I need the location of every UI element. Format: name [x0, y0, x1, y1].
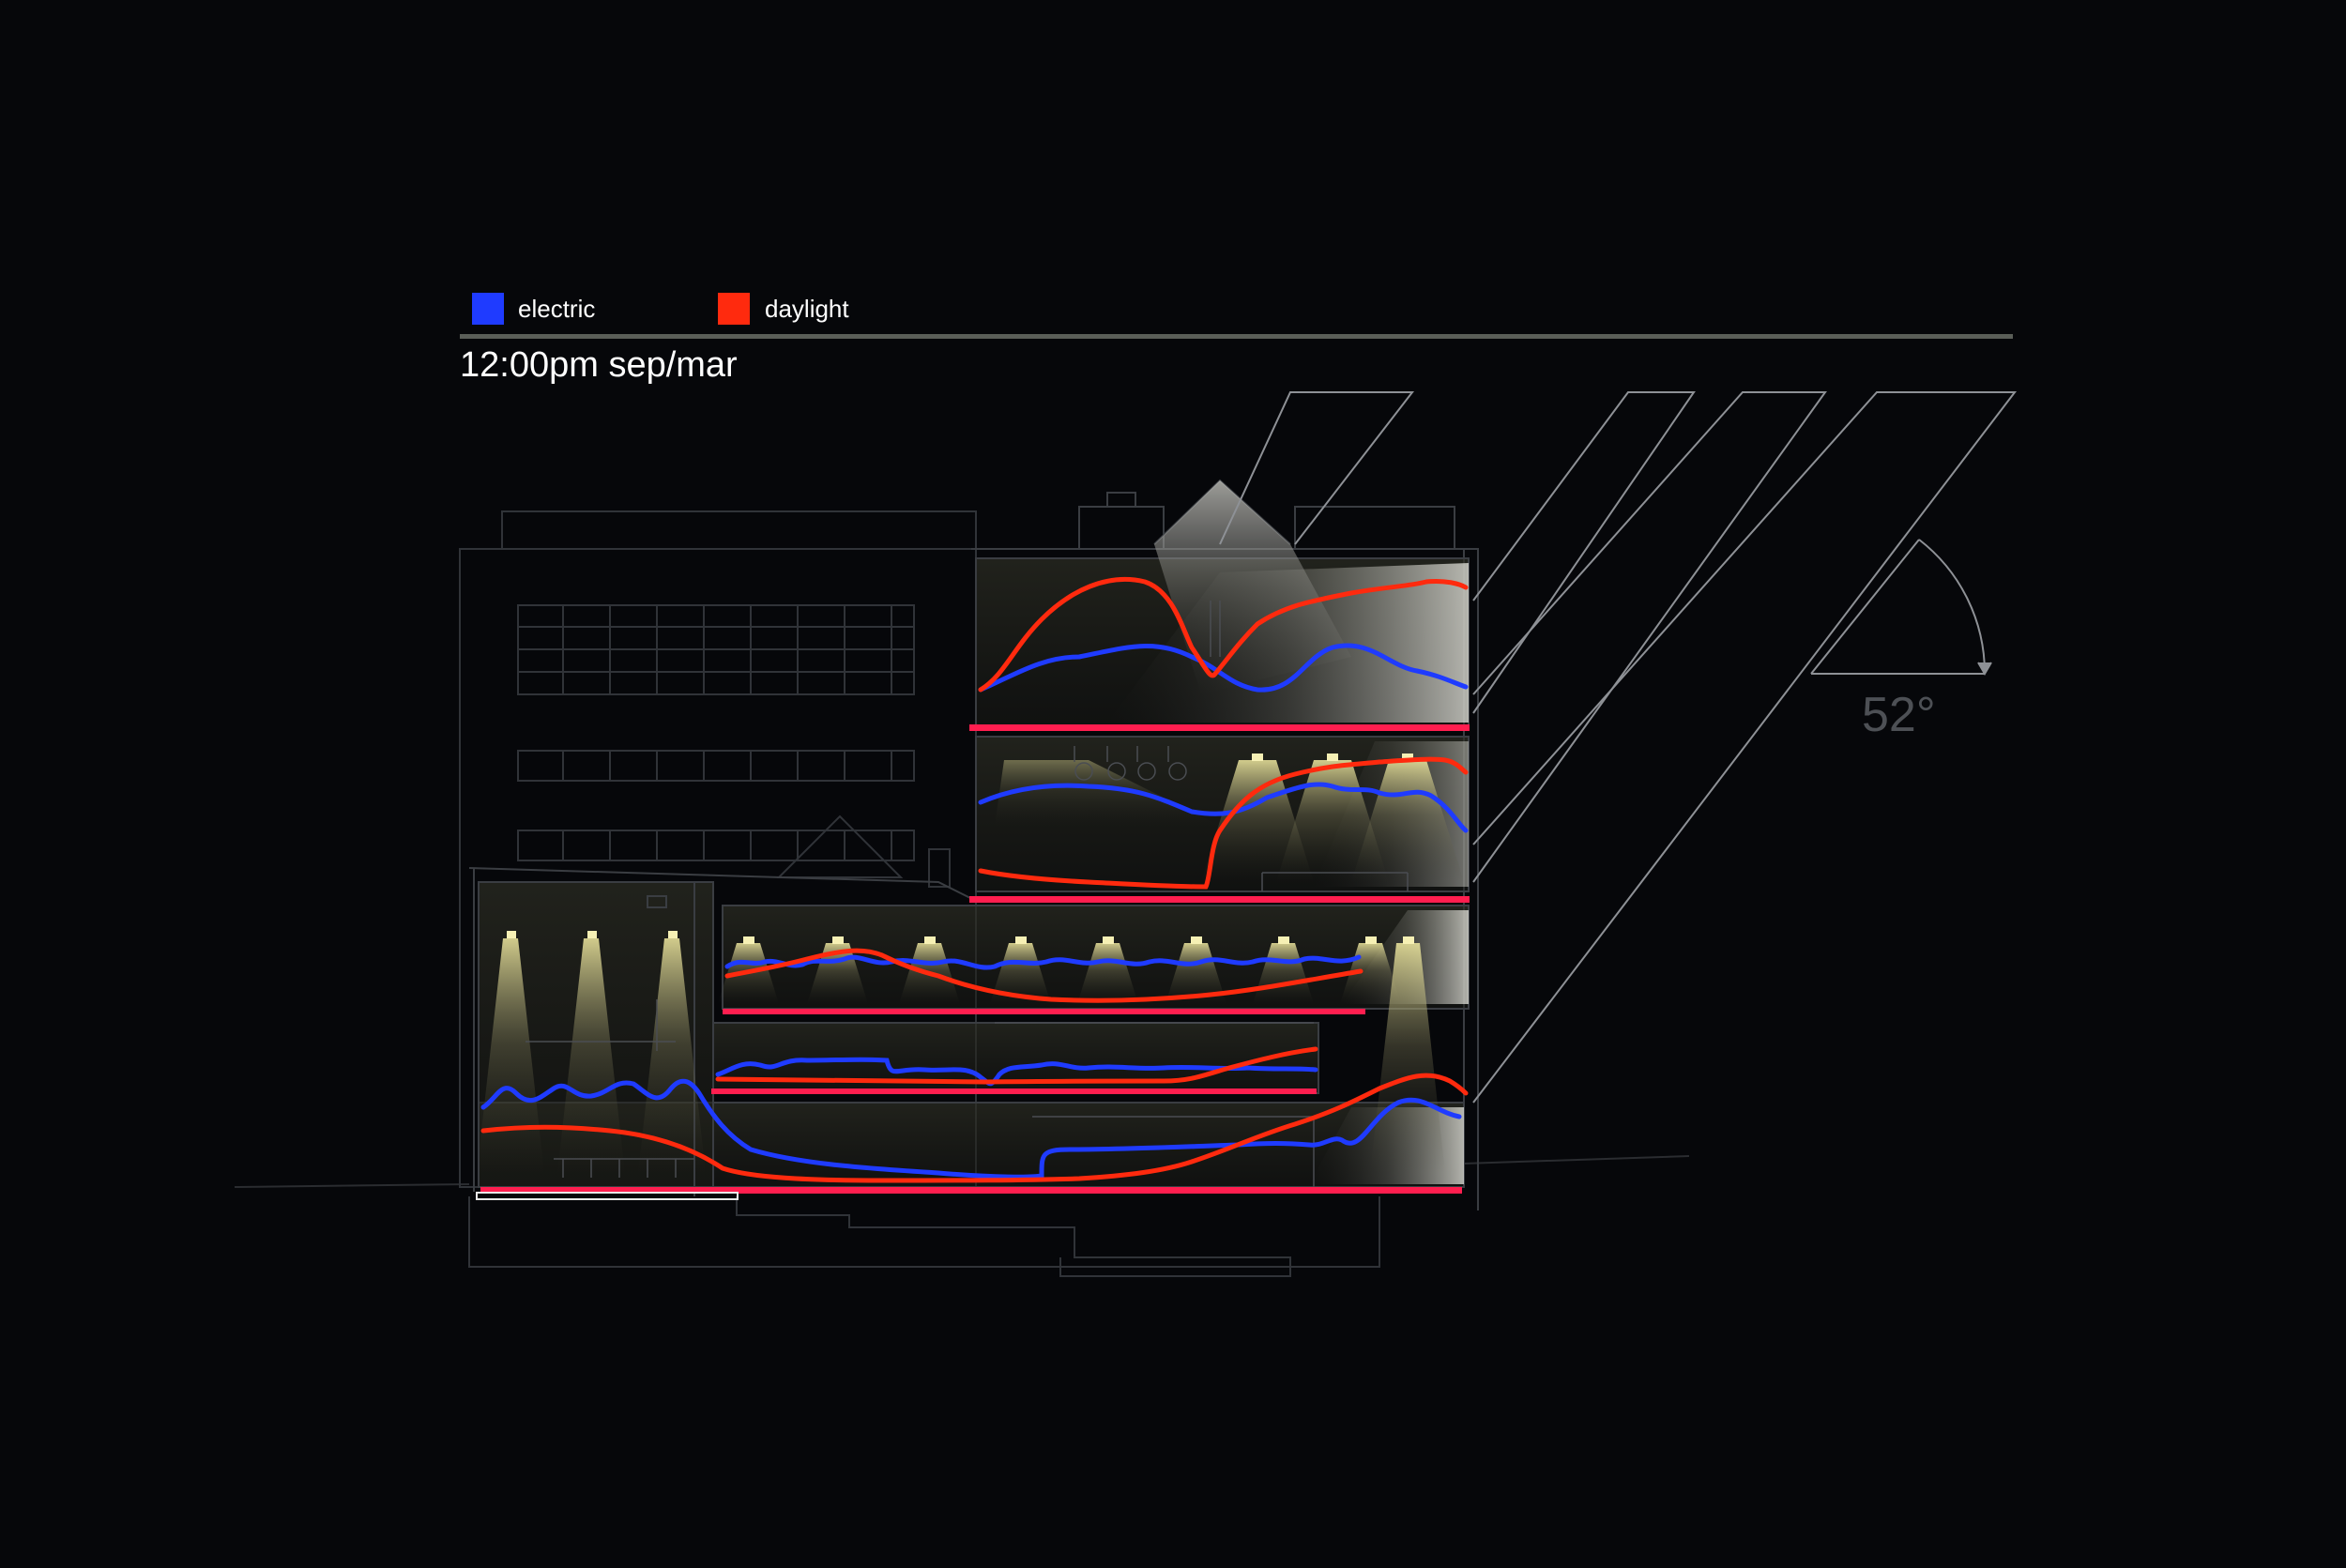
electric-curve-floor-4	[978, 643, 1469, 693]
sun-rays	[1219, 391, 2018, 1104]
legend-swatch-daylight	[718, 293, 750, 325]
legend-swatch-electric	[472, 293, 504, 325]
time-label: 12:00pm sep/mar	[460, 345, 738, 385]
entry-slab-outline	[476, 1192, 739, 1200]
legend-label-daylight: daylight	[765, 295, 849, 323]
electric-curve-floor-3	[978, 782, 1469, 833]
daylight-curve-floor-4	[978, 576, 1469, 693]
ground-line	[234, 1155, 1690, 1188]
sun-angle-indicator	[1810, 539, 1992, 676]
daylight-curve-floor-2	[724, 948, 1363, 1003]
pendant-fixtures	[507, 754, 1414, 944]
daylight-curve-floor-1	[715, 1046, 1318, 1085]
legend-divider	[460, 334, 2013, 339]
sun-angle-label: 52°	[1862, 688, 1936, 742]
daylight-wash-upper	[1107, 563, 1469, 723]
electric-curve-floor-2	[724, 954, 1362, 970]
legend-label-electric: electric	[518, 295, 596, 323]
electric-curve-ground	[480, 1078, 1462, 1180]
light-cones-atrium	[477, 938, 706, 1173]
daylight-curves	[480, 576, 1469, 1183]
daylight-curve-ground	[480, 1073, 1469, 1183]
foundation-lines	[468, 1196, 1380, 1277]
floor-slabs	[480, 724, 1470, 1194]
daylight-curve-floor-3	[978, 756, 1469, 890]
